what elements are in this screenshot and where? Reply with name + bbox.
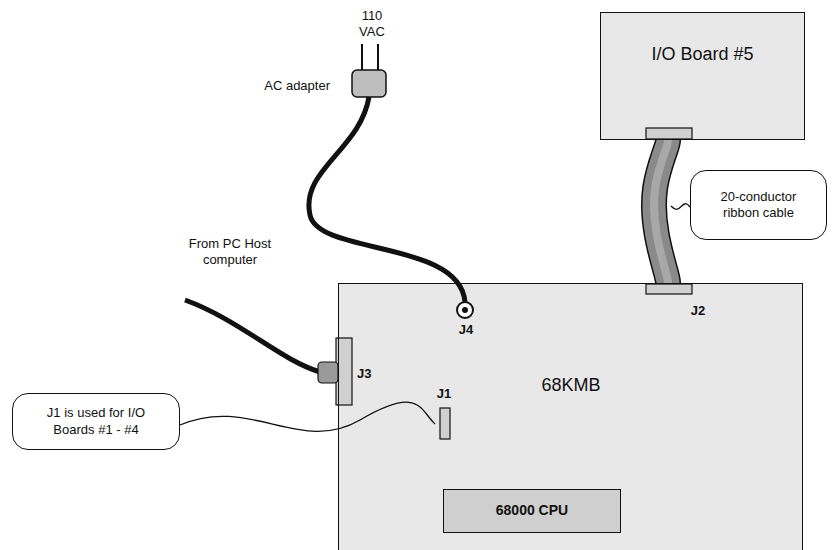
connector-name: J4: [452, 322, 480, 338]
serial-cable: [185, 300, 320, 372]
cpu-chip: 68000 CPU: [443, 489, 621, 533]
main-board: 68KMB 68000 CPU: [338, 283, 803, 550]
io-board: I/O Board #5: [600, 12, 805, 140]
ribbon-sheen: [654, 140, 668, 283]
node-label: J1 is used for I/O Boards #1 - #4: [26, 405, 166, 438]
plug-prong: [377, 44, 379, 72]
callout-box: J1 is used for I/O Boards #1 - #4: [12, 393, 180, 450]
connector-name: J2: [684, 303, 712, 319]
power-jack: [457, 302, 473, 318]
main-board-fill: [338, 283, 803, 550]
ribbon-outline: [654, 140, 668, 283]
io-board-fill: [600, 12, 805, 140]
callout-box: 20-conductor ribbon cable: [690, 170, 827, 240]
ribbon-connector: [646, 284, 692, 294]
node-label: 20-conductor ribbon cable: [709, 189, 809, 222]
ribbon-connector: [646, 128, 692, 139]
node-label: 68000 CPU: [496, 502, 568, 520]
ribbon-cable: [654, 140, 668, 283]
connector-name: J1: [430, 386, 458, 402]
power-jack-pin: [462, 307, 468, 313]
leader-line: [180, 402, 435, 431]
leader-line: [671, 204, 690, 210]
node-label: I/O Board #5: [651, 43, 753, 66]
serial-plug: [318, 362, 338, 383]
power-cable: [309, 97, 465, 302]
plug-prong: [361, 44, 363, 72]
header-connector: [440, 408, 450, 439]
ac-adapter: [352, 70, 386, 97]
part-label: From PC Host computer: [175, 236, 285, 269]
part-label: AC adapter: [250, 78, 330, 94]
ribbon-body: [654, 140, 668, 283]
part-label: 110 VAC: [355, 8, 389, 41]
connector-name: J3: [357, 366, 385, 382]
node-label: 68KMB: [521, 374, 621, 397]
